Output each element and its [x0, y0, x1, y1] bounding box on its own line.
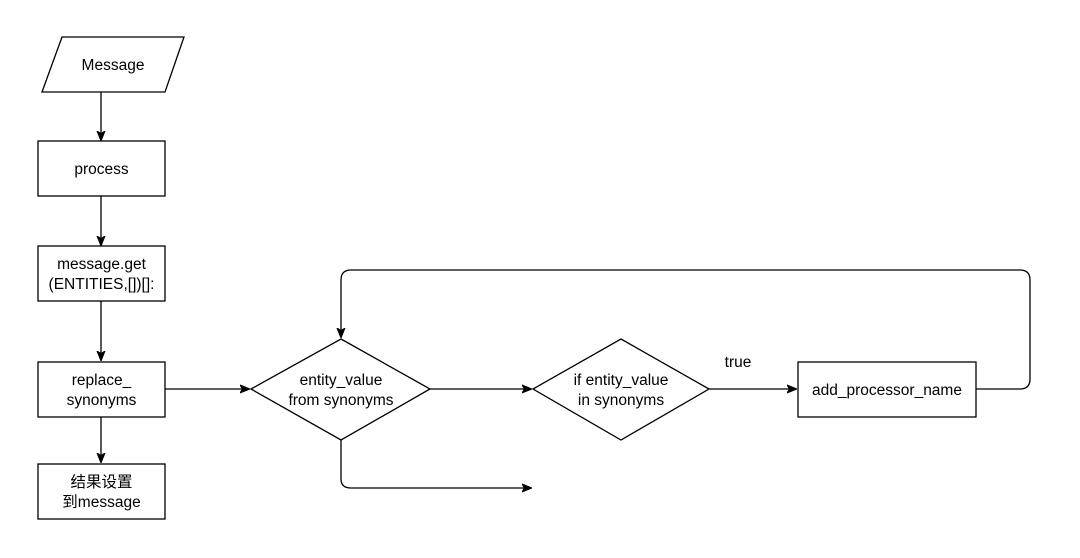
node-replace-synonyms-label-line2: synonyms	[67, 392, 137, 409]
node-if-entity-value-label-line1: if entity_value	[574, 372, 669, 389]
node-add-processor-name-label: add_processor_name	[812, 382, 962, 399]
node-message[interactable]: Message	[41, 36, 185, 93]
node-entity-value-from-synonyms[interactable]: entity_value from synonyms	[249, 338, 432, 441]
node-if-entity-value-label-line2: in synonyms	[578, 392, 664, 409]
node-add-processor-name[interactable]: add_processor_name	[797, 361, 977, 418]
node-if-entity-value-in-synonyms-shape	[531, 338, 711, 441]
edge-label-true: true	[725, 354, 752, 371]
node-process-shape	[37, 140, 166, 197]
node-entity-value-label-line2: from synonyms	[288, 392, 393, 409]
node-if-entity-value-in-synonyms[interactable]: if entity_value in synonyms	[531, 338, 711, 441]
edge-loop-back-to-entity-value	[341, 269, 1031, 390]
node-message-get[interactable]: message.get (ENTITIES,[])[]:	[37, 245, 166, 302]
node-result-to-message-shape	[37, 463, 166, 520]
node-add-processor-name-shape	[797, 361, 977, 418]
node-message-get-shape	[37, 245, 166, 302]
edge-entity-value-exit	[340, 440, 531, 488]
node-result-to-message-label-line2: 到message	[62, 493, 140, 511]
node-process[interactable]: process	[37, 140, 166, 197]
node-message-get-label-line1: message.get	[57, 256, 146, 273]
node-message-label: Message	[82, 57, 145, 74]
node-message-get-label-line2: (ENTITIES,[])[]:	[49, 276, 155, 293]
node-process-label: process	[74, 161, 129, 178]
node-entity-value-label-line1: entity_value	[300, 372, 383, 389]
node-message-shape	[41, 36, 185, 93]
node-replace-synonyms-shape	[37, 361, 166, 418]
node-result-to-message[interactable]: 结果设置 到message	[37, 463, 166, 520]
node-result-to-message-label-line1: 结果设置	[70, 473, 132, 491]
node-entity-value-from-synonyms-shape	[249, 338, 432, 441]
node-replace-synonyms-label-line1: replace_	[72, 372, 132, 389]
edges	[101, 92, 1031, 488]
node-replace-synonyms[interactable]: replace_ synonyms	[37, 361, 166, 418]
